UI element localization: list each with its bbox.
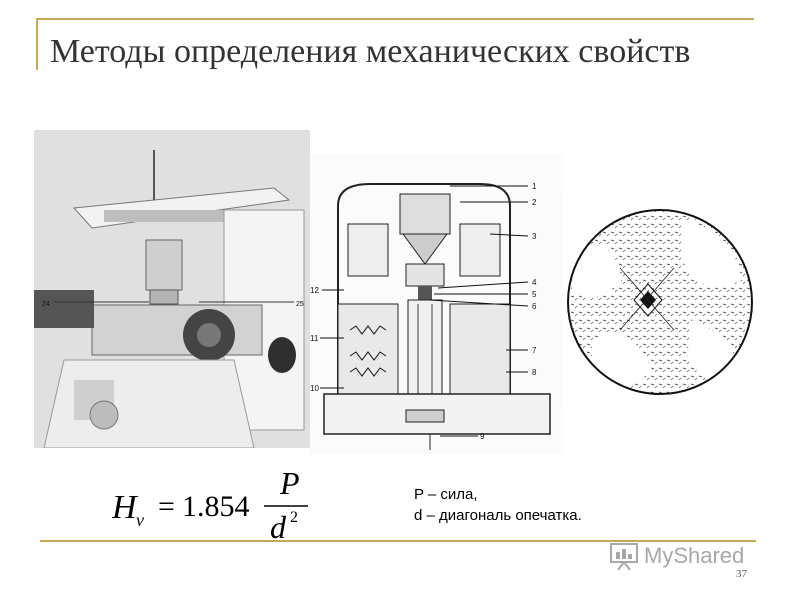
watermark: MyShared — [608, 536, 768, 576]
formula-legend: P – сила, d – диагональ опечатка. — [414, 484, 582, 526]
slide-title: Методы определения механических свойств — [50, 33, 691, 70]
schematic-callout: 5 — [532, 290, 537, 299]
footer-rule — [40, 540, 756, 542]
indentation-micrograph — [562, 190, 758, 410]
schematic-callout: 9 — [480, 432, 485, 441]
formula-coefficient: 1.854 — [182, 490, 250, 523]
formula-equals: = — [158, 490, 175, 523]
tester-schematic: 1 2 3 4 5 6 7 8 9 10 11 12 — [310, 154, 564, 454]
formula-numerator: P — [279, 470, 300, 501]
schematic-callout: 6 — [532, 302, 537, 311]
schematic-callout: 8 — [532, 368, 537, 377]
formula-denominator-exponent: 2 — [290, 509, 298, 526]
schematic-callout: 12 — [310, 286, 319, 295]
schematic-callout: 3 — [532, 232, 537, 241]
presentation-icon — [610, 543, 638, 571]
title-top-rule — [36, 18, 754, 20]
formula-lhs: H — [112, 489, 139, 526]
vickers-hardness-formula: H v = 1.854 P d 2 — [111, 465, 362, 545]
schematic-callout: 2 — [532, 198, 537, 207]
title-left-rule — [36, 18, 38, 70]
hardness-tester-photo: 24 25 — [34, 130, 310, 448]
schematic-callout: 11 — [310, 334, 319, 343]
watermark-text: MyShared — [644, 543, 745, 568]
formula-lhs-subscript: v — [136, 510, 144, 530]
legend-line-force: P – сила, — [414, 486, 478, 503]
schematic-callout: 4 — [532, 278, 537, 287]
schematic-callout: 10 — [310, 384, 319, 393]
photo-callout: 24 — [42, 301, 50, 308]
schematic-callout: 7 — [532, 346, 537, 355]
schematic-callout: 1 — [532, 182, 537, 191]
page-number: 37 — [736, 568, 747, 580]
formula-denominator: d — [270, 509, 287, 540]
photo-callout: 25 — [296, 301, 304, 308]
legend-line-diagonal: d – диагональ опечатка. — [414, 507, 582, 524]
